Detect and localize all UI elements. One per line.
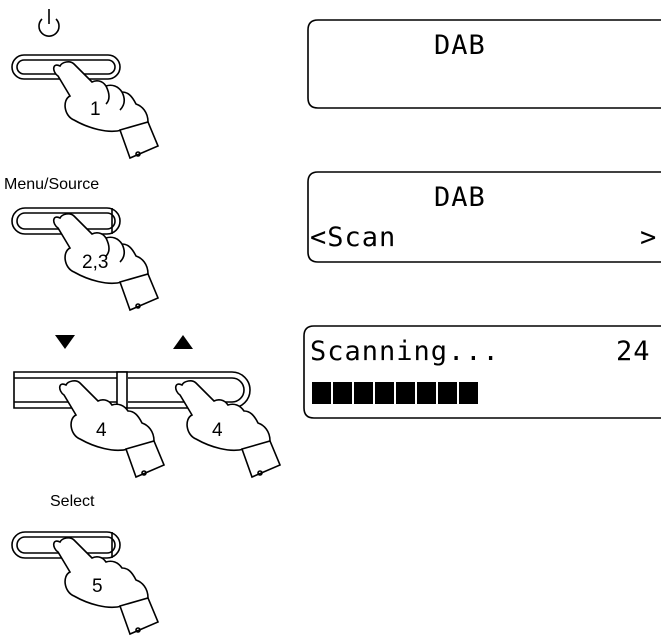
- triangle-down-icon: [55, 335, 75, 349]
- step-number-4-right: 4: [212, 420, 223, 441]
- display2-frame: [307, 171, 661, 263]
- menu-source-label: Menu/Source: [4, 176, 100, 193]
- progress-segment: [438, 382, 457, 404]
- select-label: Select: [50, 493, 95, 510]
- display3-line1-left: Scanning...: [310, 336, 500, 367]
- progress-segment: [333, 382, 352, 404]
- pressing-hand-4b: [174, 380, 282, 479]
- step-number-1: 1: [90, 99, 101, 120]
- display2-line2-left: <Scan: [310, 222, 397, 253]
- progress-segment: [354, 382, 373, 404]
- display1-frame: [307, 19, 661, 109]
- pressing-hand-4a: [58, 380, 166, 479]
- triangle-up-icon: [173, 335, 193, 349]
- pressing-hand-5: [52, 537, 160, 636]
- step-number-2-3: 2,3: [82, 252, 109, 273]
- progress-segment: [396, 382, 415, 404]
- progress-segment: [375, 382, 394, 404]
- power-icon: [38, 9, 60, 37]
- display2-line1: DAB: [434, 182, 486, 213]
- progress-segment: [417, 382, 436, 404]
- step-number-4-left: 4: [96, 420, 107, 441]
- step-number-5: 5: [92, 576, 103, 597]
- display2-line2-right: >: [640, 222, 658, 253]
- display3-frame: [303, 325, 661, 419]
- pressing-hand-2: [52, 213, 160, 312]
- pressing-hand-1: [52, 61, 160, 160]
- progress-segment: [312, 382, 331, 404]
- progress-segment: [459, 382, 478, 404]
- display1-line1: DAB: [434, 30, 486, 61]
- display3-line1-right: 24: [616, 336, 651, 367]
